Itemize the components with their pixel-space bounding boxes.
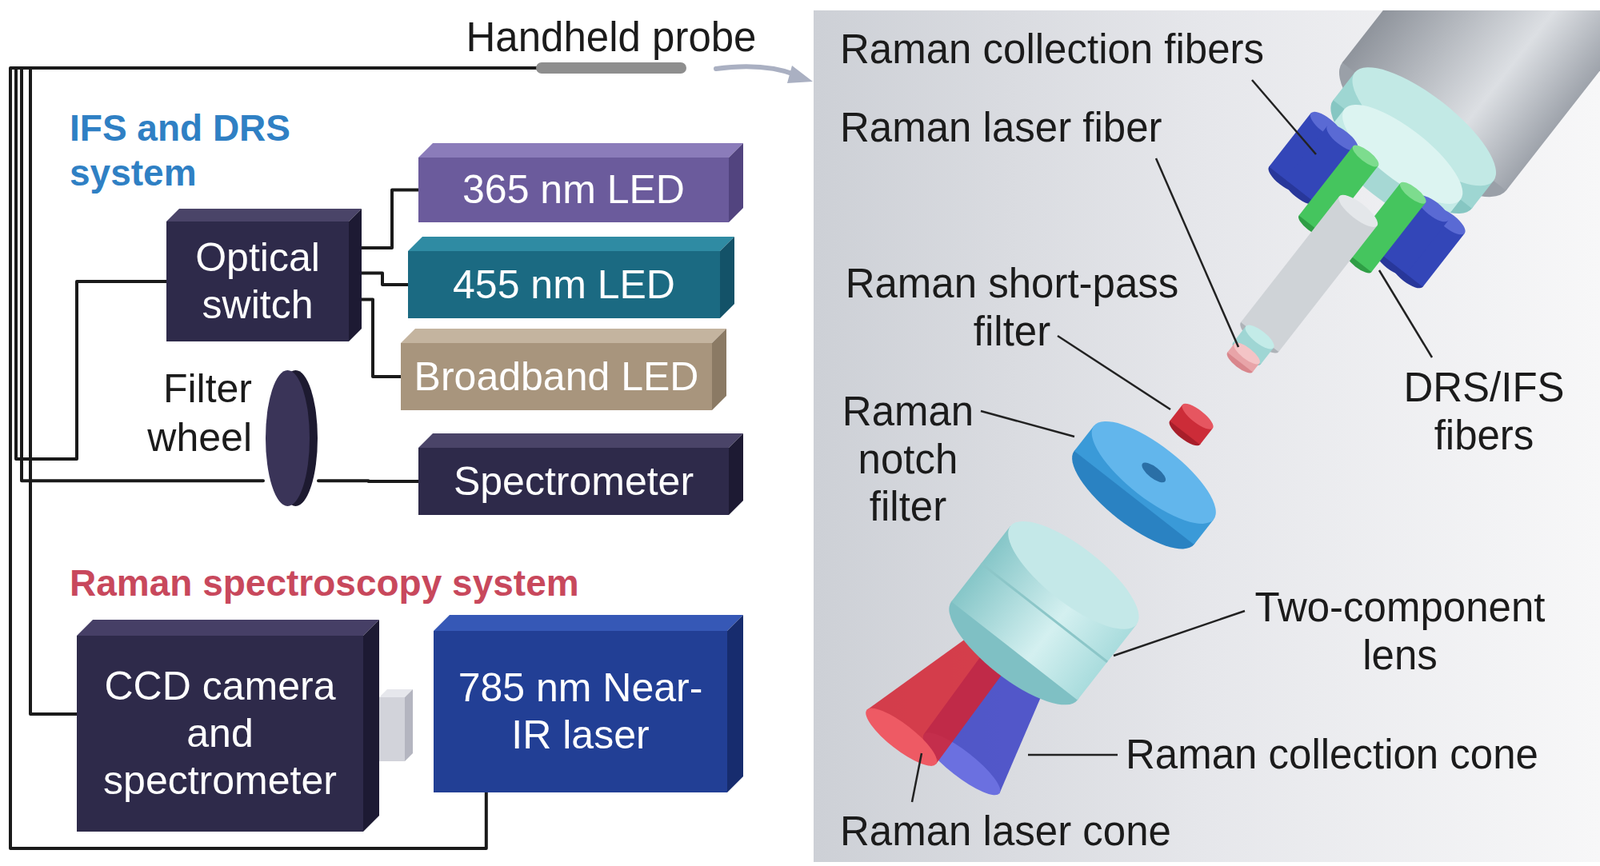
box-top xyxy=(400,328,727,344)
camera-cube xyxy=(404,689,413,762)
box-side xyxy=(720,236,735,319)
text-holder: Raman collection fibers xyxy=(840,25,1320,74)
led-box: 365 nm LED xyxy=(418,143,744,223)
notch-hole xyxy=(1139,459,1169,486)
led-box: 455 nm LED xyxy=(408,236,735,319)
box-front xyxy=(408,251,720,319)
box-top xyxy=(76,620,380,636)
leader-line xyxy=(980,411,1075,437)
box-top xyxy=(433,615,744,632)
text-holder: Raman collection cone xyxy=(1125,731,1582,780)
text-holder: Filter wheel xyxy=(132,364,252,463)
part-label: Raman laser fiber xyxy=(840,104,1208,152)
text-holder: Broadband LED xyxy=(400,343,712,411)
box-top xyxy=(418,143,744,158)
leader-line xyxy=(1252,80,1316,155)
green-fiber xyxy=(1396,178,1429,208)
pointer-arrowhead xyxy=(787,65,813,84)
text-holder: Raman spectroscopy system xyxy=(69,560,580,606)
text-holder: DRS/IFS fibers xyxy=(1392,364,1576,460)
box-label: Optical switch xyxy=(177,234,338,329)
leader-line xyxy=(1379,270,1432,358)
lens-face xyxy=(993,504,1155,647)
box-side xyxy=(363,620,380,832)
camera-cube xyxy=(379,697,405,762)
wheel-shape xyxy=(263,369,319,508)
green-fiber xyxy=(1349,141,1382,171)
text-holder: IFS and DRS system xyxy=(69,105,334,196)
fiber-connector xyxy=(361,300,401,378)
part-label: DRS/IFS fibers xyxy=(1392,364,1576,460)
box-label: Broadband LED xyxy=(414,353,700,401)
probe-label: Handheld probe xyxy=(466,14,757,62)
fiber-tip xyxy=(1231,339,1264,368)
fiber-connector xyxy=(361,273,408,286)
fiber-connector xyxy=(361,190,419,249)
part-label: Raman collection fibers xyxy=(840,25,1320,74)
short-pass-filter xyxy=(1178,400,1217,434)
system-panel: Raman spectroscopy systemCCD camera and … xyxy=(52,554,768,864)
leader-line xyxy=(1028,754,1118,757)
box-front xyxy=(166,221,349,342)
box-top xyxy=(418,433,744,448)
box-top xyxy=(408,236,735,252)
text-holder: Raman short-pass filter xyxy=(840,260,1184,356)
box-front xyxy=(418,448,729,516)
system-panel: IFS and DRS systemOptical switch 365 nm L… xyxy=(52,99,768,533)
text-holder: Raman notch filter xyxy=(832,388,984,532)
laser-fiber xyxy=(1334,190,1383,233)
box-side xyxy=(727,615,744,793)
text-holder: 455 nm LED xyxy=(408,251,720,319)
box-label: 365 nm LED xyxy=(462,166,685,214)
wheel-face xyxy=(265,370,310,507)
text-holder: 785 nm Near-IR laser xyxy=(433,631,728,793)
text-holder: Spectrometer xyxy=(418,448,729,516)
part-label: Raman notch filter xyxy=(832,388,984,532)
box-label: 455 nm LED xyxy=(452,261,676,309)
part-label: Raman short-pass filter xyxy=(840,260,1184,356)
filter-wheel: Filter wheel xyxy=(263,369,319,508)
led-box: Broadband LED xyxy=(400,328,727,411)
part-label: Raman collection cone xyxy=(1125,731,1582,780)
notch-filter xyxy=(1077,404,1230,540)
text-holder: 365 nm LED xyxy=(418,157,729,223)
text-holder: CCD camera and spectrometer xyxy=(76,636,364,832)
leader-line xyxy=(1113,611,1245,656)
box-front xyxy=(76,636,364,832)
box-top xyxy=(166,208,362,222)
fiber-connector xyxy=(318,479,419,484)
switch-box: Optical switch xyxy=(166,208,362,342)
text-holder: Optical switch xyxy=(166,221,349,342)
part-label: Two-component lens xyxy=(1240,584,1560,680)
leader-lines xyxy=(912,80,1432,803)
leader-line xyxy=(1057,336,1171,410)
panel-title: Raman spectroscopy system xyxy=(69,560,580,606)
laser-box: 785 nm Near-IR laser xyxy=(433,615,744,793)
spectrometer-box: Spectrometer xyxy=(418,433,744,516)
pointer-arrow xyxy=(716,66,797,76)
box-side xyxy=(348,208,362,342)
box-front xyxy=(418,157,729,223)
text-holder: Raman laser fiber xyxy=(840,104,1208,152)
box-label: 785 nm Near-IR laser xyxy=(448,664,713,760)
text-holder: Two-component lens xyxy=(1240,584,1560,680)
box-side xyxy=(728,143,744,223)
box-front xyxy=(400,343,712,411)
probe-cable: Handheld probe xyxy=(536,62,687,74)
text-holder: Raman laser cone xyxy=(840,808,1216,856)
panel-title: IFS and DRS system xyxy=(69,105,334,196)
camera-box: CCD camera and spectrometer xyxy=(76,620,380,832)
laser-cone xyxy=(858,700,944,775)
leader-line xyxy=(1156,158,1239,348)
leader-line xyxy=(912,753,922,803)
part-label: Raman laser cone xyxy=(840,808,1216,856)
box-side xyxy=(712,328,727,411)
box-label: CCD camera and spectrometer xyxy=(92,663,348,805)
box-front xyxy=(433,631,728,793)
text-holder: Handheld probe xyxy=(466,14,757,62)
box-label: Spectrometer xyxy=(453,458,694,506)
box-side xyxy=(728,433,744,516)
wheel-label: Filter wheel xyxy=(132,364,252,463)
